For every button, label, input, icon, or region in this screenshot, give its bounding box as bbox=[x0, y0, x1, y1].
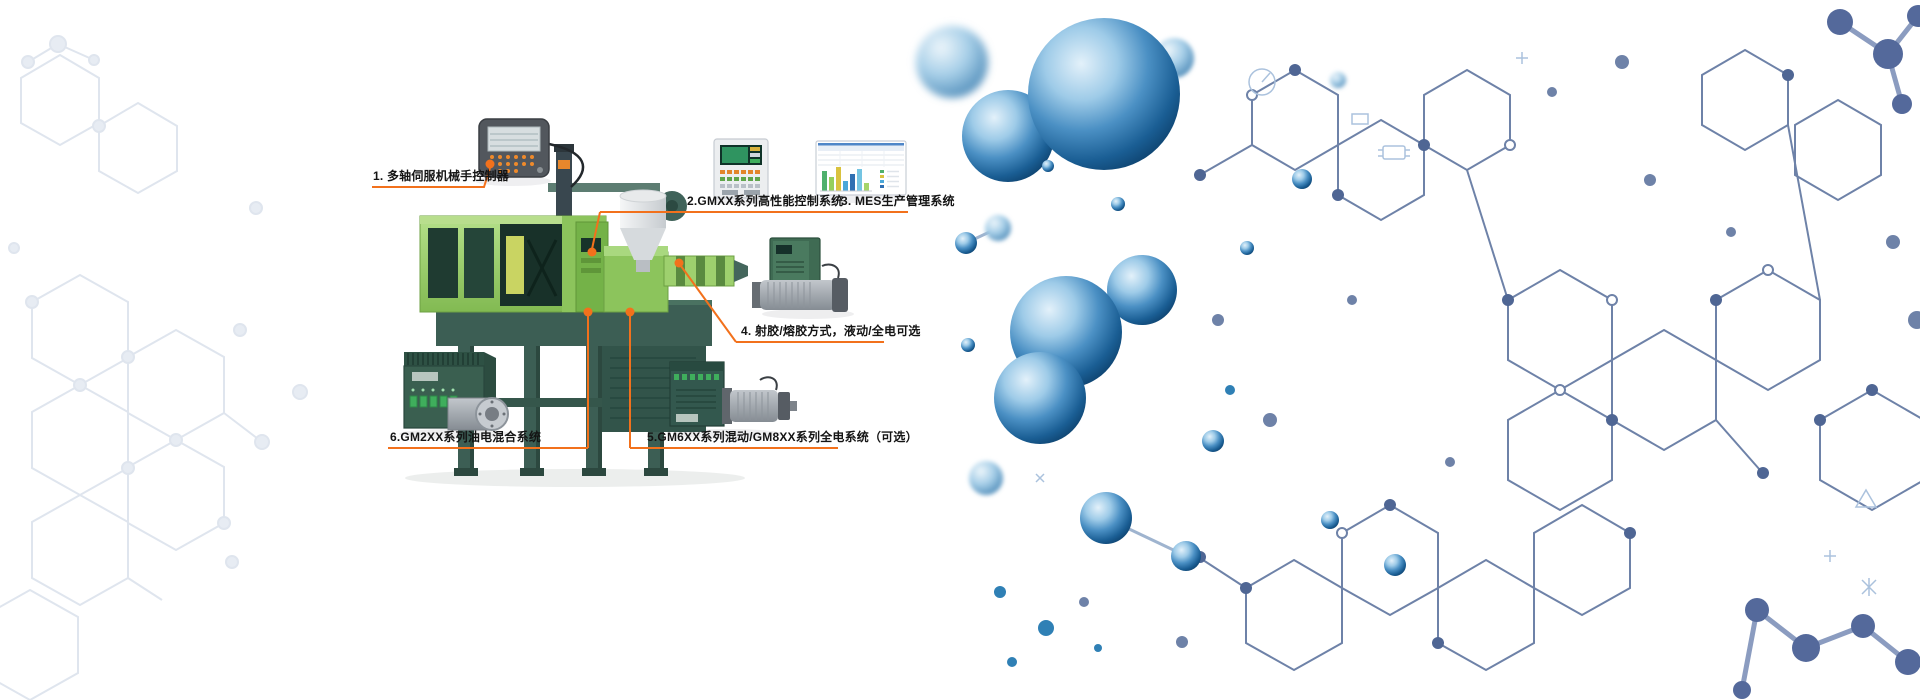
mes-screen-figure bbox=[815, 140, 907, 203]
callout-label-6: 6.GM2XX系列油电混合系统 bbox=[390, 430, 542, 444]
scatter-dots bbox=[1079, 55, 1920, 648]
callout-label-5: 5.GM6XX系列混动/GM8XX系列全电系统（可选） bbox=[647, 430, 918, 444]
callout-label-4: 4. 射胶/熔胶方式，液动/全电可选 bbox=[741, 324, 921, 338]
callout-label-2: 2.GMXX系列高性能控制系统 bbox=[687, 194, 844, 208]
blue-spheres bbox=[916, 18, 1406, 667]
left-faint-pattern bbox=[0, 35, 308, 700]
hybrid-drive-figure bbox=[669, 361, 797, 439]
callout-lines bbox=[372, 159, 908, 449]
tech-doodles bbox=[1035, 52, 1878, 596]
callout-label-3: 3. MES生产管理系统 bbox=[841, 194, 955, 208]
control-cabinet bbox=[575, 221, 609, 313]
oil-electric-drive-figure bbox=[399, 352, 511, 439]
control-panel-figure bbox=[711, 138, 771, 205]
hopper bbox=[619, 189, 687, 272]
pendant-controller-figure bbox=[475, 118, 585, 188]
servo-motor-figure bbox=[752, 237, 854, 319]
corner-molecule-top-right bbox=[1827, 5, 1920, 114]
corner-molecule-bottom-right bbox=[1733, 598, 1920, 699]
callout-label-1: 1. 多轴伺服机械手控制器 bbox=[373, 169, 509, 183]
